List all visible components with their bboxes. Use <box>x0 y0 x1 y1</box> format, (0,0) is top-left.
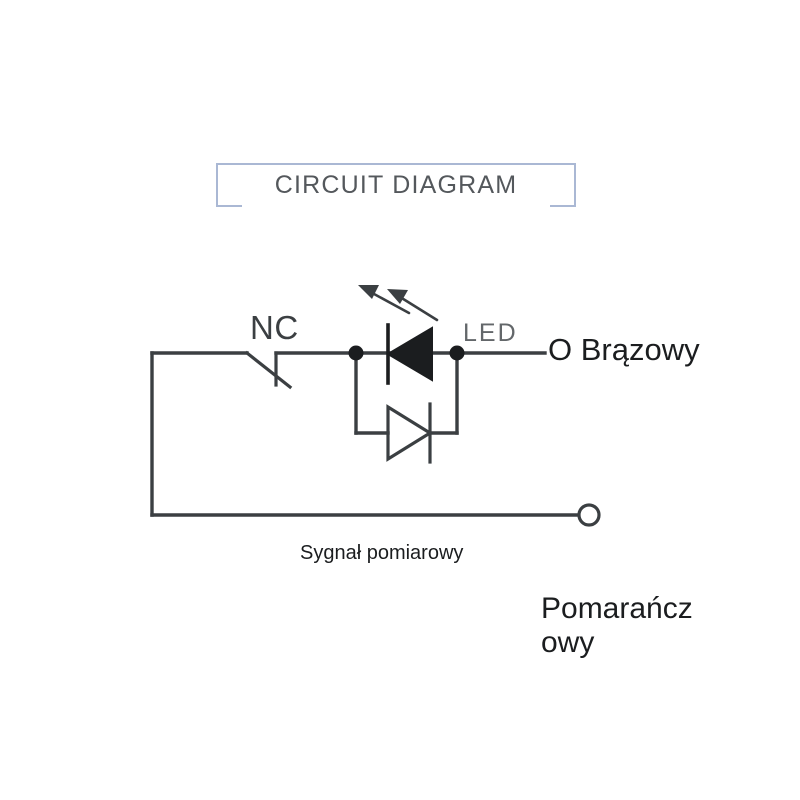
page-title: CIRCUIT DIAGRAM <box>274 171 518 199</box>
title-bracket-right <box>574 163 576 207</box>
light-emission-arrows <box>358 285 439 322</box>
open-terminal-bottom <box>577 503 601 527</box>
led-triangle <box>386 326 433 382</box>
led-label: LED <box>463 319 518 347</box>
emission-arrow-2 <box>387 289 439 322</box>
orange-terminal-label: Pomarańcz owy <box>541 592 693 659</box>
title-bracket-bottom-right <box>550 205 576 207</box>
led-diode <box>386 323 433 385</box>
protection-diode <box>386 402 434 464</box>
junction-node-right <box>449 345 465 361</box>
title-bracket-top <box>216 163 576 165</box>
nc-switch-label: NC <box>250 309 299 346</box>
brown-terminal-label: O Brązowy <box>548 332 700 367</box>
measurement-signal-label: Sygnał pomiarowy <box>300 542 464 564</box>
nc-switch-blade <box>244 350 293 390</box>
title-bracket-bottom-left <box>216 205 242 207</box>
title-bracket-left <box>216 163 218 207</box>
junction-node-left <box>348 345 364 361</box>
protection-diode-triangle <box>386 404 434 462</box>
title-band: CIRCUIT DIAGRAM <box>216 163 576 207</box>
emission-arrow-1 <box>358 285 411 315</box>
